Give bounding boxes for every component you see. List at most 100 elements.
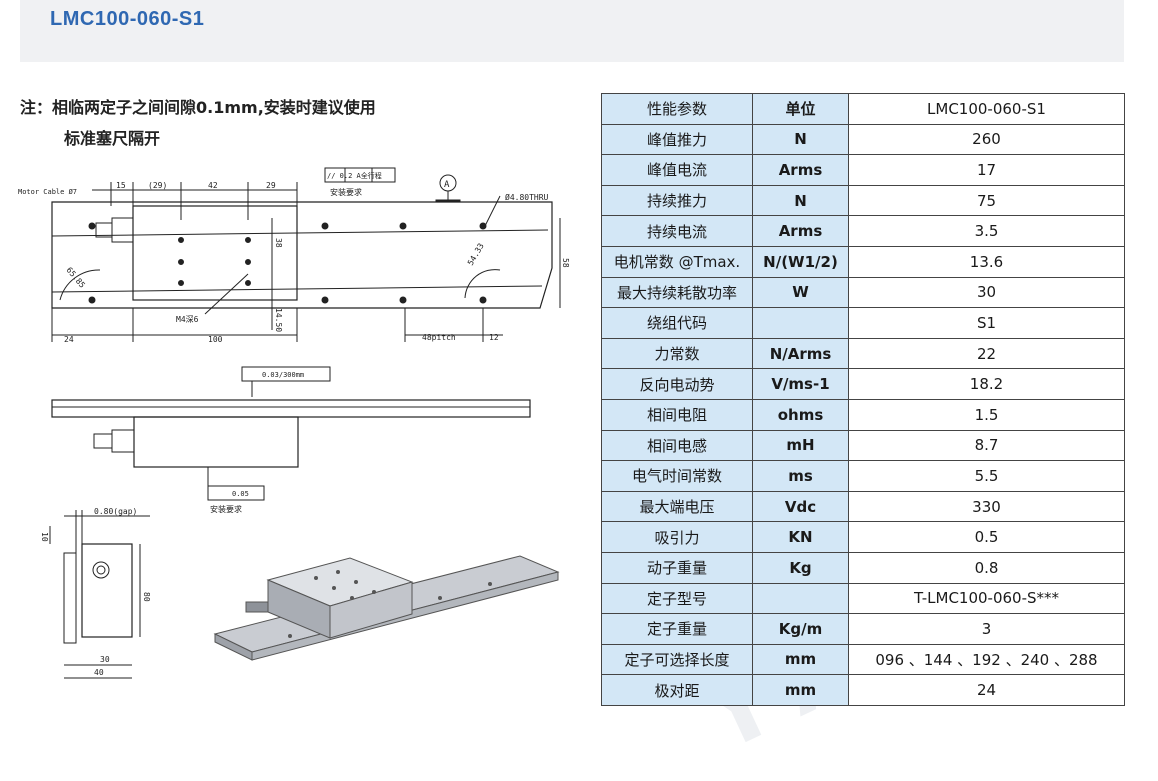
pitch-label: 48pitch [422,333,456,342]
dim-24: 24 [64,335,74,344]
unit-cell: Vdc [752,490,849,523]
param-cell: 电机常数 @Tmax. [601,245,753,278]
datum-a: A [444,180,450,190]
unit-cell: ohms [752,398,849,431]
top-view-labels: Motor Cable Ø7 15 (29) 42 29 // 0.2 A全行程… [18,171,570,344]
param-cell: 绕组代码 [601,307,753,339]
dim-38: 38 [274,238,283,248]
param-cell: 峰值推力 [601,123,753,156]
unit-cell: KN [752,521,849,553]
dim-30: 30 [100,655,110,664]
param-cell: 最大持续耗散功率 [601,276,753,309]
param-cell: 定子重量 [601,613,753,645]
thru-hole-label: Ø4.80THRU [505,192,549,202]
value-cell: 260 [848,123,1125,156]
unit-cell: N [752,123,849,156]
param-cell: 吸引力 [601,521,753,553]
value-cell: 8.7 [848,429,1125,462]
param-cell: 动子重量 [601,551,753,584]
technical-drawing: Motor Cable Ø7 15 (29) 42 29 // 0.2 A全行程… [0,160,590,741]
value-cell: 0.8 [848,551,1125,584]
dim-65-85: 65.85 [64,266,86,290]
unit-cell: N/(W1/2) [752,245,849,278]
install-note: 安装要求 [210,504,242,514]
dim-29a: (29) [148,181,167,190]
header-bar: LMC100-060-S1 [20,0,1124,62]
param-cell: 力常数 [601,337,753,370]
unit-cell: Arms [752,215,849,247]
value-cell: 330 [848,490,1125,523]
unit-cell: mm [752,674,849,706]
value-cell: 75 [848,184,1125,217]
dim-12: 12 [489,333,499,342]
unit-cell: mm [752,643,849,676]
value-cell: 5.5 [848,460,1125,492]
value-cell: 30 [848,276,1125,309]
unit-cell: N/Arms [752,337,849,370]
flatness-1: 0.03/300mm [262,371,304,379]
installation-note: 注：相临两定子之间间隙0.1mm,安装时建议使用 标准塞尺隔开 [20,92,376,154]
page-title: LMC100-060-S1 [50,8,205,30]
param-cell: 峰值电流 [601,154,753,186]
param-cell: 性能参数 [601,93,753,125]
iso-render [213,555,560,661]
side-view-labels: 0.03/300mm 0.05 安装要求 [210,371,304,514]
param-cell: 定子型号 [601,582,753,615]
dim-80: 80 [142,592,151,602]
parallel-tolerance: // 0.2 A全行程 [327,171,382,180]
dim-15: 15 [116,181,126,190]
unit-cell: W [752,276,849,309]
value-cell: 3.5 [848,215,1125,247]
top-view [51,167,561,342]
value-cell: 13.6 [848,245,1125,278]
value-cell: 0.5 [848,521,1125,553]
param-cell: 持续推力 [601,184,753,217]
param-cell: 相间电感 [601,429,753,462]
value-cell: 096 、144 、192 、240 、288 [848,643,1125,676]
dim-58: 58 [561,258,570,268]
param-cell: 最大端电压 [601,490,753,523]
dim-54-33: 54.33 [466,241,486,267]
dim-100: 100 [208,335,223,344]
unit-cell: Arms [752,154,849,186]
value-cell: 24 [848,674,1125,706]
parallel-note: 安装要求 [330,187,362,197]
param-cell: 反向电动势 [601,368,753,400]
note-line-2: 标准塞尺隔开 [64,129,161,148]
param-cell: 电气时间常数 [601,460,753,492]
value-cell: LMC100-060-S1 [848,93,1125,125]
table-row: 绕组代码 S1 [601,307,1125,339]
flatness-2: 0.05 [232,490,249,498]
unit-cell [752,307,849,339]
param-cell: 持续电流 [601,215,753,247]
gap-label: 0.80(gap) [94,507,137,516]
unit-cell: 单位 [752,93,849,125]
unit-cell: V/ms-1 [752,368,849,400]
value-cell: S1 [848,307,1125,339]
param-cell: 极对距 [601,674,753,706]
m4-thread: M4深6 [176,315,199,324]
unit-cell: Kg/m [752,613,849,645]
dim-29b: 29 [266,181,276,190]
side-view [51,366,531,501]
value-cell: 3 [848,613,1125,645]
value-cell: 1.5 [848,398,1125,431]
value-cell: 22 [848,337,1125,370]
dim-40: 40 [94,668,104,677]
